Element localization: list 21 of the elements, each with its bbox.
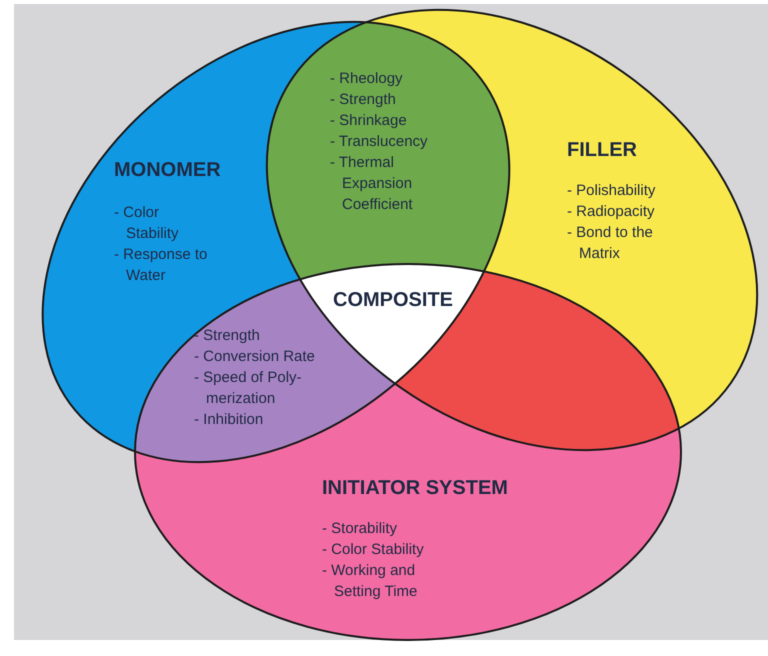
list-item: - Speed of Poly- merization (194, 368, 303, 409)
list-item: - Conversion Rate (194, 347, 316, 367)
list-item: - Working and Setting Time (322, 561, 418, 602)
list-item: - Color Stability (114, 203, 180, 244)
list-item: - Polishability (567, 181, 656, 201)
region-heading: MONOMER (114, 158, 221, 182)
list-item: - Rheology (330, 69, 404, 89)
list-item: - Storability (322, 519, 398, 539)
list-item: - Radiopacity (567, 202, 656, 222)
list-item: - Thermal Expansion Coefficient (330, 153, 414, 215)
list-item: - Translucency (330, 132, 429, 152)
list-item: - Color Stability (322, 540, 425, 560)
region-heading: FILLER (567, 138, 638, 162)
region-heading: COMPOSITE (333, 288, 454, 312)
list-item: - Inhibition (194, 410, 264, 430)
list-item: - Bond to the Matrix (567, 223, 654, 264)
list-item: - Strength (330, 90, 397, 110)
list-item: - Strength (194, 326, 261, 346)
region-heading: INITIATOR SYSTEM (322, 476, 508, 500)
list-item: - Shrinkage (330, 111, 408, 131)
list-item: - Response to Water (114, 245, 208, 286)
